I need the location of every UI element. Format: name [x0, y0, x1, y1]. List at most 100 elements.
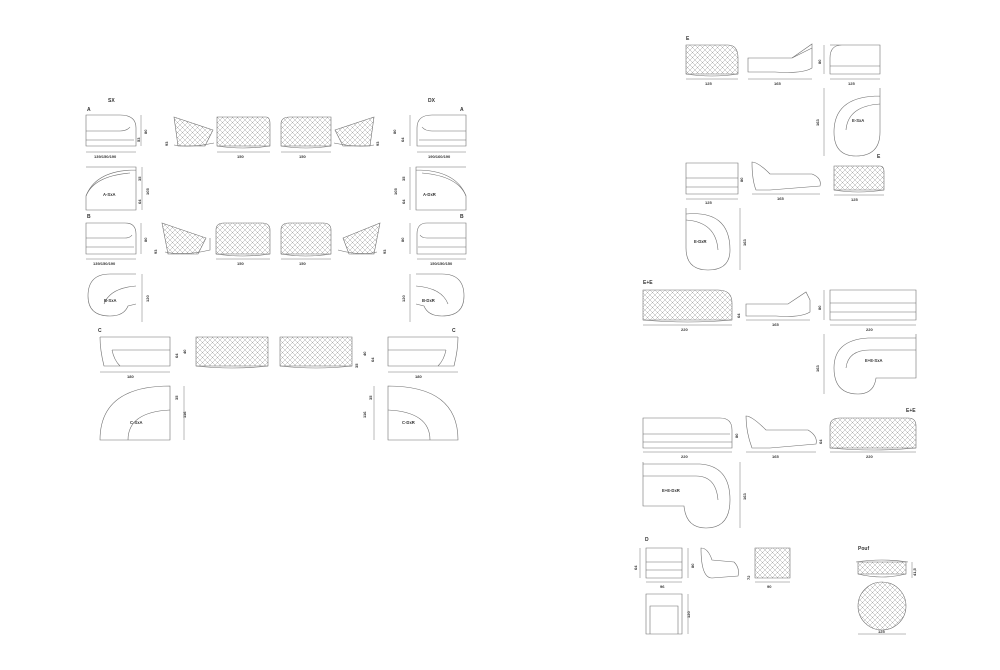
sofa-b-left-front: 139/150/190 80: [85, 222, 148, 266]
c-quilted-back-2: 35: [279, 336, 359, 369]
section-label-e-top: E: [686, 36, 690, 42]
a-dx-depth-dim: 105: [393, 188, 398, 195]
a-right-width-dim: 190/160/190: [428, 154, 451, 159]
c-dx-plan: C-DxR 35 116: [362, 385, 459, 441]
e-front-2-width-dim: 125: [705, 200, 712, 205]
ee-front-height-dim: 80: [817, 305, 822, 310]
b-left-side-dim: 93: [153, 249, 158, 254]
d-front-width-dim: 96: [660, 584, 665, 589]
d-plan-depth-dim: 120: [686, 611, 691, 618]
c-sx-plan: C-SxA 35 116: [99, 385, 187, 441]
a-sx-plan: A-SxA 105 64 35: [85, 166, 150, 211]
b-sx-depth-dim: 120: [145, 295, 150, 302]
a-left-side-dim: 93: [164, 141, 169, 146]
b-quilted-back-1: 150: [215, 222, 271, 266]
ee-side-2-length-dim: 165: [772, 454, 779, 459]
ee-side-view-top: 165 64: [736, 291, 811, 327]
a-back-2-width-dim: 150: [299, 154, 306, 159]
d-side-depth-dim: 72: [746, 575, 751, 580]
pouf-side-view: 41,5: [855, 559, 917, 578]
b-right-width-dim: 150/150/150: [430, 261, 453, 266]
a-dx-plan: A-DxR 105 64 35: [393, 166, 467, 211]
sofa-a-right-front: 190/160/190 80 64: [392, 114, 467, 159]
sofa-a-left-side: 93: [164, 116, 215, 147]
e-side-length-dim: 165: [774, 81, 781, 86]
e-dx-plan: E-DxR 163: [685, 208, 747, 271]
section-b-group: B B 139/150/190 80 93 150 150: [85, 214, 467, 322]
a-left-height-dim: 80: [143, 129, 148, 134]
e-front-width-dim: 125: [848, 81, 855, 86]
sofa-c-right-front: 180 40 64: [362, 336, 459, 379]
b-back-1-width-dim: 150: [237, 261, 244, 266]
c-sx-depth-dim: 116: [182, 411, 187, 418]
b-back-2-width-dim: 150: [299, 261, 306, 266]
sx-label: SX: [108, 98, 115, 104]
sofa-b-left-side: 93: [153, 222, 211, 255]
a-sx-depth-dim: 105: [145, 188, 150, 195]
b-right-side-dim: 93: [382, 249, 387, 254]
a-sx-arm-dim: 35: [137, 176, 142, 181]
e-front-view-top: 125 80: [817, 44, 881, 86]
c-right-seat-dim: 64: [370, 357, 375, 362]
b-dx-plan: B-DxR 120: [401, 273, 465, 322]
dx-label: DX: [428, 98, 436, 104]
e-quilted-back-2: 125: [833, 165, 885, 202]
e-quilted-back-top: 125: [685, 44, 739, 86]
e-sx-plan-label: E-SxA: [852, 118, 864, 123]
c-dx-depth-dim: 116: [362, 411, 367, 418]
section-label-ee-top: E+E: [643, 280, 653, 286]
c-sx-plan-label: C-SxA: [130, 420, 143, 425]
e-sx-depth-dim: 163: [815, 119, 820, 126]
c-dx-plan-label: C-DxR: [402, 420, 415, 425]
b-dx-plan-label: B-DxR: [422, 298, 435, 303]
section-label-b-right: B: [460, 214, 464, 220]
ee-front-view-top: 220 80: [817, 289, 917, 332]
section-d-group: D 96 64 80 72 90 120: [633, 537, 791, 635]
a-left-seat-dim: 53: [136, 137, 141, 142]
b-dx-depth-dim: 120: [401, 295, 406, 302]
a-dx-plan-label: A-DxR: [423, 192, 436, 197]
ee-back-width-dim: 220: [681, 327, 688, 332]
e-front-view-2: 125 80: [685, 162, 744, 205]
b-sx-plan-label: B-SxA: [104, 298, 117, 303]
c-back-depth-dim: 35: [354, 363, 359, 368]
sofa-c-left-front: 180 64 40: [99, 336, 187, 379]
c-left-height-dim: 40: [182, 349, 187, 354]
a-right-side-dim: 93: [375, 141, 380, 146]
ee-front-view-2: 220 80: [642, 417, 739, 459]
d-quilted-back: 90: [754, 547, 791, 589]
e-front-height-dim: 80: [817, 59, 822, 64]
sofa-a-right-side: 93: [333, 116, 380, 147]
d-side-view: 72: [700, 547, 751, 580]
b-sx-plan: B-SxA 120: [87, 273, 150, 322]
ee-quilted-back-top: 220: [642, 289, 733, 332]
d-front-seat-dim: 64: [633, 565, 638, 570]
a-back-1-width-dim: 150: [237, 154, 244, 159]
a-quilted-back-2: 150: [280, 116, 332, 159]
ee-back-2-width-dim: 220: [866, 454, 873, 459]
section-pouf-group: Pouf 41,5 125: [855, 546, 917, 635]
ee-sx-plan-label: E+E-SxA: [865, 358, 883, 363]
ee-back-2-height-dim: 64: [818, 439, 823, 444]
b-left-height-dim: 80: [143, 237, 148, 242]
section-c-group: C C 180 64 40 35 180 40 64: [98, 328, 459, 441]
e-side-2-length-dim: 165: [777, 196, 784, 201]
section-e-group: E 125 165 125 80 E-SxA 163: [685, 36, 885, 271]
pouf-plan-view: 125: [857, 581, 907, 635]
section-label-e-right: E: [877, 154, 881, 160]
sofa-a-left-front: 139/150/190 80 53: [85, 114, 148, 159]
c-sx-arm-dim: 35: [174, 395, 179, 400]
e-dx-depth-dim: 163: [742, 239, 747, 246]
section-label-a-right: A: [460, 107, 464, 113]
section-label-a-left: A: [87, 107, 91, 113]
e-dx-plan-label: E-DxR: [694, 239, 707, 244]
section-label-pouf: Pouf: [858, 546, 869, 552]
a-dx-arm-dim: 35: [401, 176, 406, 181]
ee-side-length-dim: 165: [772, 322, 779, 327]
ee-dx-plan-label: E+E-DxR: [662, 488, 680, 493]
section-label-d: D: [645, 537, 649, 543]
d-front-height-dim: 80: [690, 563, 695, 568]
e-front-2-height-dim: 80: [739, 177, 744, 182]
a-sx-plan-label: A-SxA: [103, 192, 116, 197]
ee-sx-depth-dim: 163: [815, 365, 820, 372]
